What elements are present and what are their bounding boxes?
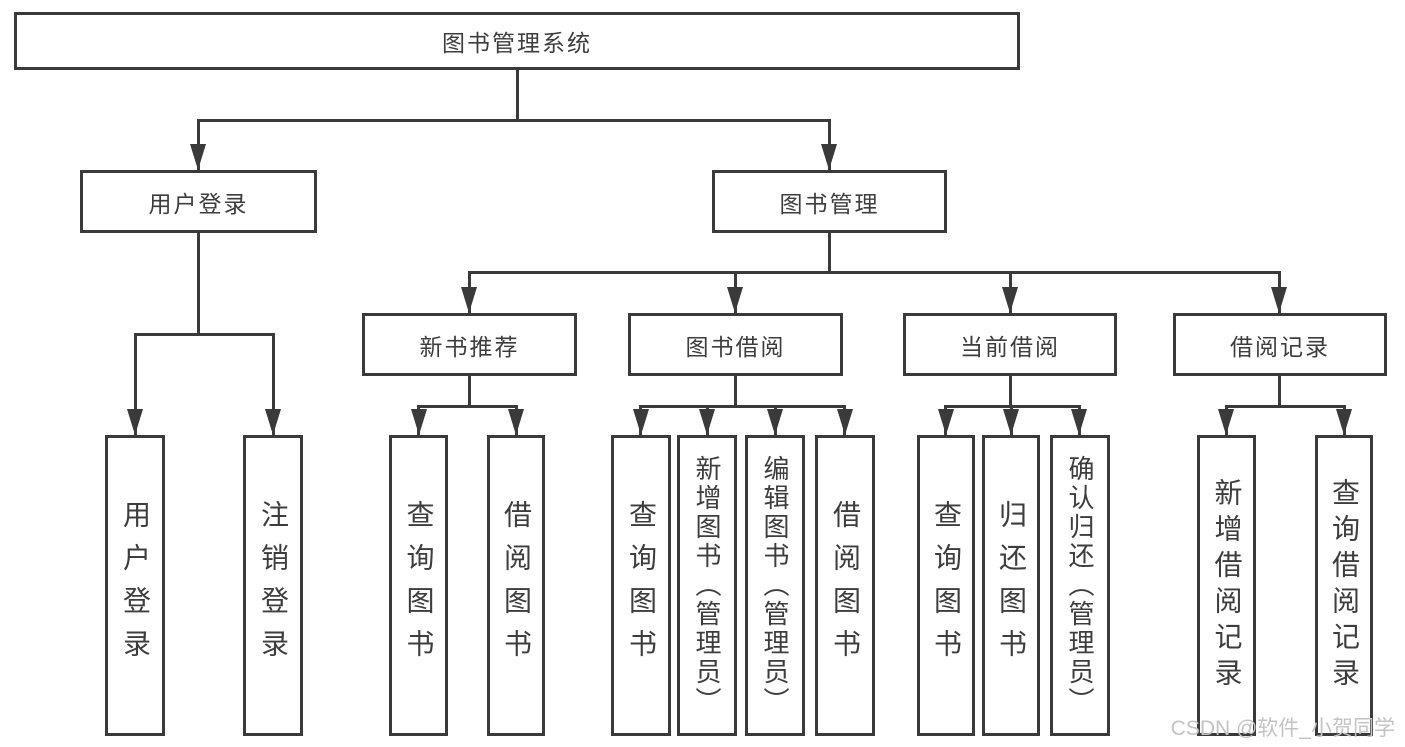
leaf-label: 注销登录 [258, 499, 289, 672]
node-book-management: 图书管理 [712, 170, 947, 233]
connector-line [134, 333, 275, 336]
node-current-borrowing: 当前借阅 [903, 313, 1117, 376]
leaf-label: 查询借阅记录 [1329, 477, 1360, 694]
node-label: 借阅记录 [1230, 333, 1330, 360]
leaf-add-borrow-record: 新增借阅记录 [1197, 435, 1256, 736]
leaf-query-borrow-record: 查询借阅记录 [1315, 435, 1373, 736]
leaf-confirm-return-admin: 确认归还（管理员） [1050, 435, 1110, 736]
leaf-query-books-recommend: 查询图书 [389, 435, 448, 736]
leaf-logout-login: 注销登录 [243, 435, 303, 736]
arrow-down-icon [1071, 409, 1087, 435]
node-new-book-recommendation: 新书推荐 [362, 313, 577, 376]
node-label: 图书借阅 [685, 333, 786, 360]
arrow-down-icon [1002, 287, 1018, 313]
leaf-label: 查询图书 [931, 499, 962, 672]
leaf-label: 借阅图书 [501, 499, 532, 672]
node-label: 用户登录 [148, 190, 249, 217]
leaf-label: 借阅图书 [830, 499, 861, 672]
connector-line [468, 376, 471, 407]
leaf-label: 查询图书 [403, 499, 435, 672]
node-label: 图书管理 [779, 190, 880, 217]
leaf-add-book-admin: 新增图书（管理员） [677, 435, 737, 736]
arrow-down-icon [127, 409, 143, 435]
arrow-down-icon [767, 409, 783, 435]
leaf-return-books: 归还图书 [982, 435, 1040, 736]
connector-line [1009, 376, 1012, 407]
connector-line [1225, 405, 1345, 408]
connector-line [197, 233, 200, 336]
node-user-login: 用户登录 [80, 170, 317, 233]
connector-line [134, 333, 137, 435]
leaf-label: 用户登录 [120, 499, 151, 672]
connector-line [417, 405, 518, 408]
connector-line [468, 271, 1281, 274]
node-borrowing-records: 借阅记录 [1173, 313, 1387, 376]
leaf-label: 编辑图书（管理员） [760, 455, 790, 716]
node-label: 新书推荐 [419, 333, 520, 360]
arrow-down-icon [1218, 409, 1234, 435]
node-label: 图书管理系统 [442, 30, 592, 56]
leaf-user-login: 用户登录 [105, 435, 165, 736]
connector-line [828, 233, 831, 273]
leaf-query-books-borrowing: 查询图书 [611, 435, 671, 736]
leaf-label: 确认归还（管理员） [1065, 455, 1095, 716]
connector-line [734, 376, 737, 407]
leaf-edit-book-admin: 编辑图书（管理员） [745, 435, 805, 736]
arrow-down-icon [633, 409, 649, 435]
arrow-down-icon [1271, 287, 1287, 313]
node-book-borrowing: 图书借阅 [628, 313, 843, 376]
arrow-down-icon [411, 409, 427, 435]
leaf-label: 归还图书 [996, 499, 1027, 672]
leaf-query-books-current: 查询图书 [917, 435, 975, 736]
connector-line [197, 119, 831, 122]
leaf-label: 新增图书（管理员） [692, 455, 722, 716]
connector-line [1278, 376, 1281, 407]
csdn-watermark: CSDN @软件_小贺同学 [1170, 717, 1395, 740]
arrow-down-icon [727, 287, 743, 313]
arrow-down-icon [461, 287, 477, 313]
leaf-borrow-books-recommend: 借阅图书 [487, 435, 545, 736]
arrow-down-icon [699, 409, 715, 435]
connector-line [272, 333, 275, 435]
arrow-down-icon [1003, 409, 1019, 435]
arrow-down-icon [938, 409, 954, 435]
connector-line [639, 405, 846, 408]
arrow-down-icon [821, 144, 837, 170]
arrow-down-icon [1336, 409, 1352, 435]
arrow-down-icon [837, 409, 853, 435]
node-library-management-system: 图书管理系统 [14, 12, 1020, 70]
leaf-borrow-books-borrowing: 借阅图书 [815, 435, 875, 736]
arrow-down-icon [265, 409, 281, 435]
arrow-down-icon [508, 409, 524, 435]
arrow-down-icon [190, 144, 206, 170]
leaf-label: 查询图书 [626, 499, 657, 672]
leaf-label: 新增借阅记录 [1211, 477, 1243, 694]
node-label: 当前借阅 [960, 333, 1060, 360]
connector-line [516, 70, 519, 122]
